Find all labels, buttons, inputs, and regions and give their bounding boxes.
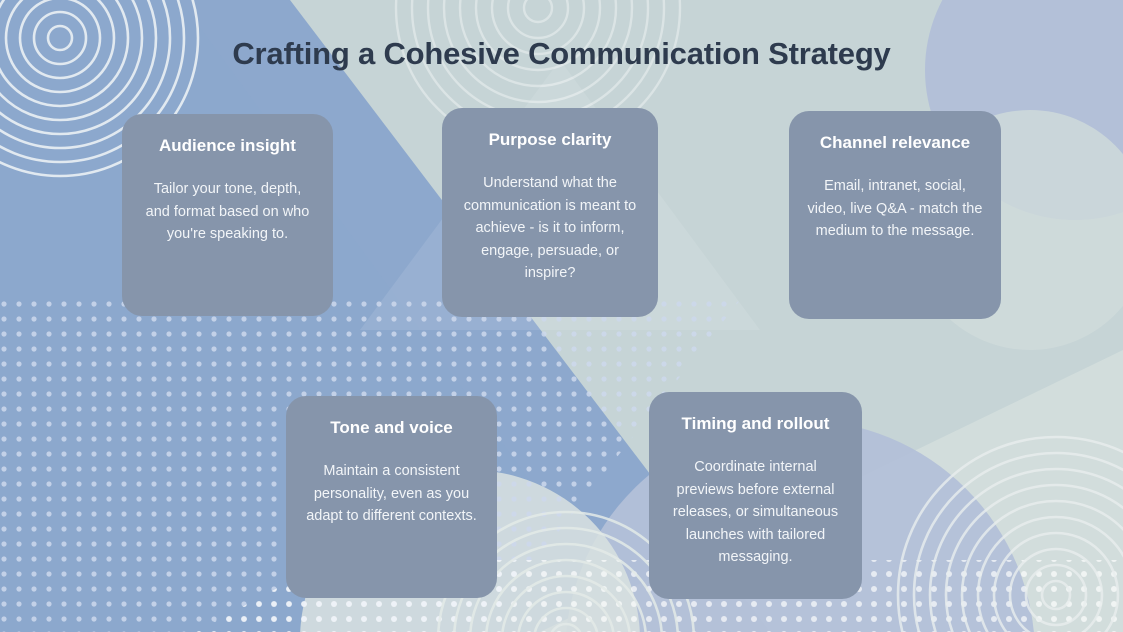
card-body: Coordinate internal previews before exte… <box>672 459 839 566</box>
card-title: Purpose clarity <box>488 130 612 149</box>
card-tone-and-voice[interactable]: Tone and voice Maintain a consistent per… <box>286 396 497 598</box>
card-timing-and-rollout[interactable]: Timing and rollout Coordinate internal p… <box>649 392 862 599</box>
card-title: Timing and rollout <box>681 414 830 433</box>
card-channel-relevance[interactable]: Channel relevance Email, intranet, socia… <box>789 111 1001 319</box>
card-body: Tailor your tone, depth, and format base… <box>145 181 310 243</box>
concentric-rings-bottom-center <box>436 510 696 632</box>
concentric-rings-bottom-right <box>896 435 1123 632</box>
card-title: Tone and voice <box>330 418 453 437</box>
page-title: Crafting a Cohesive Communication Strate… <box>232 36 891 71</box>
card-body: Understand what the communication is mea… <box>463 175 637 282</box>
card-body: Maintain a consistent personality, even … <box>306 463 477 525</box>
card-purpose-clarity[interactable]: Purpose clarity Understand what the comm… <box>442 108 658 317</box>
concentric-rings-top-left <box>0 0 200 178</box>
card-body: Email, intranet, social, video, live Q&A… <box>807 178 983 240</box>
card-title: Audience insight <box>159 136 296 155</box>
card-audience-insight[interactable]: Audience insight Tailor your tone, depth… <box>122 114 333 316</box>
card-title: Channel relevance <box>819 133 971 152</box>
